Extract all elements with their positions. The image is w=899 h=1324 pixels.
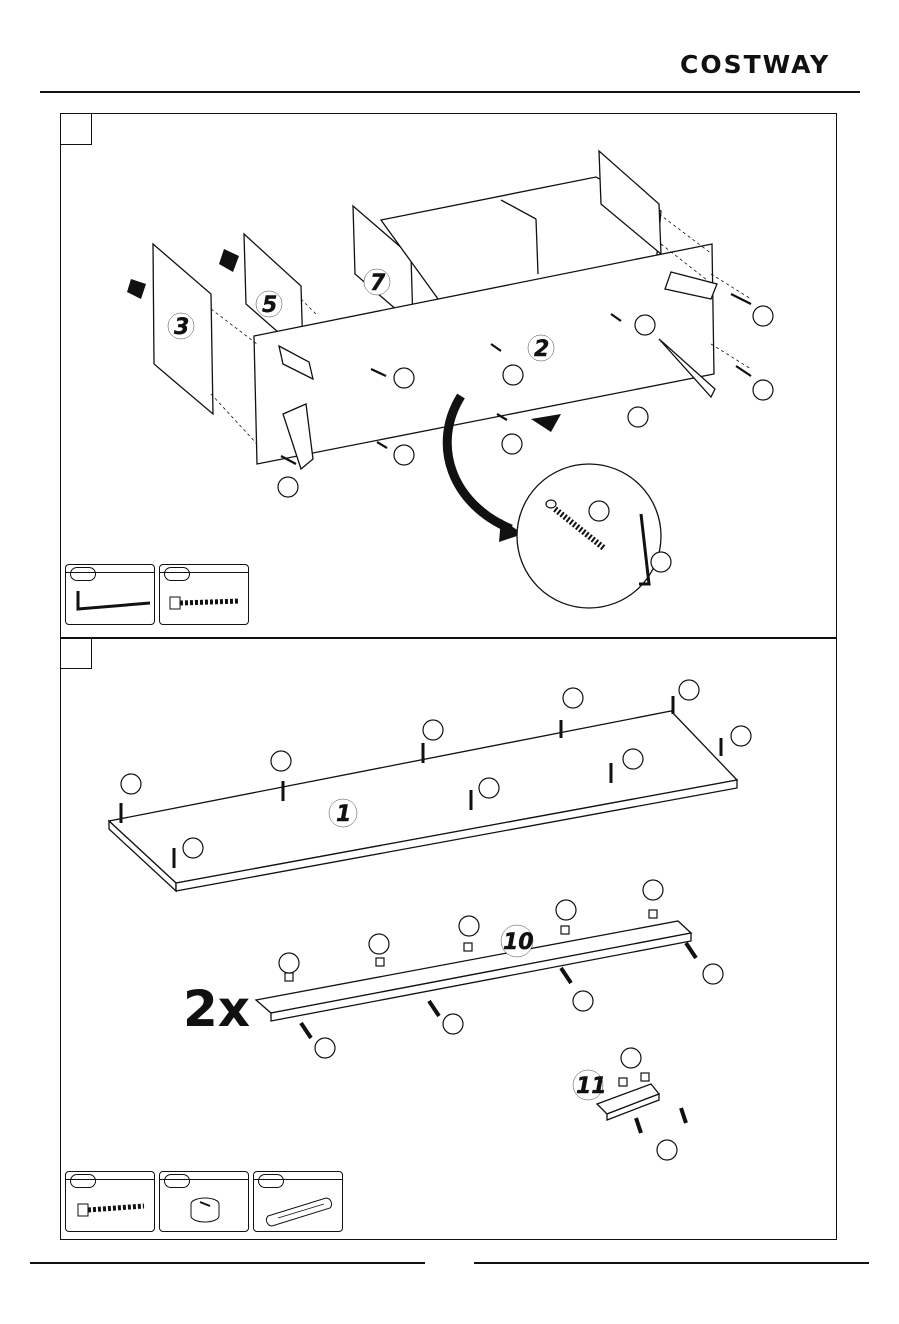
legend-card (159, 1171, 249, 1232)
arrow-icon (127, 279, 146, 299)
footer-rule-left (30, 1262, 425, 1264)
panel-label: 5 (262, 293, 277, 318)
panel-label: 3 (174, 315, 189, 340)
brand-logo: COSTWAY (680, 50, 830, 79)
wooden-dowel-icon (254, 1186, 344, 1231)
panel-label: 10 (503, 930, 534, 955)
footer-rule-right (474, 1262, 869, 1264)
arrow-icon (219, 249, 239, 272)
cam-bolt-icon (160, 579, 250, 624)
step-a-illustration: 3 5 7 2 (61, 114, 838, 640)
assembly-step-a: 3 5 7 2 (60, 113, 837, 639)
panel-label: 2 (534, 337, 549, 362)
legend-card (159, 564, 249, 625)
allen-key-icon (66, 579, 156, 624)
panel-label: 1 (336, 802, 351, 827)
detail-zoom (517, 464, 661, 608)
arrow-icon (531, 414, 561, 432)
hardware-legend (65, 564, 249, 625)
legend-card (253, 1171, 343, 1232)
legend-card (65, 564, 155, 625)
legend-card (65, 1171, 155, 1232)
hardware-legend (65, 1171, 343, 1232)
cam-lock-icon (160, 1186, 250, 1231)
assembly-step-b: 1 10 11 2x (60, 637, 837, 1240)
header-rule (40, 91, 860, 93)
quantity-multiplier: 2x (183, 980, 250, 1038)
cam-bolt-icon (66, 1186, 156, 1231)
step-b-illustration: 1 10 11 2x (61, 638, 838, 1241)
panel-label: 7 (370, 271, 386, 296)
panel-label: 11 (576, 1074, 607, 1099)
